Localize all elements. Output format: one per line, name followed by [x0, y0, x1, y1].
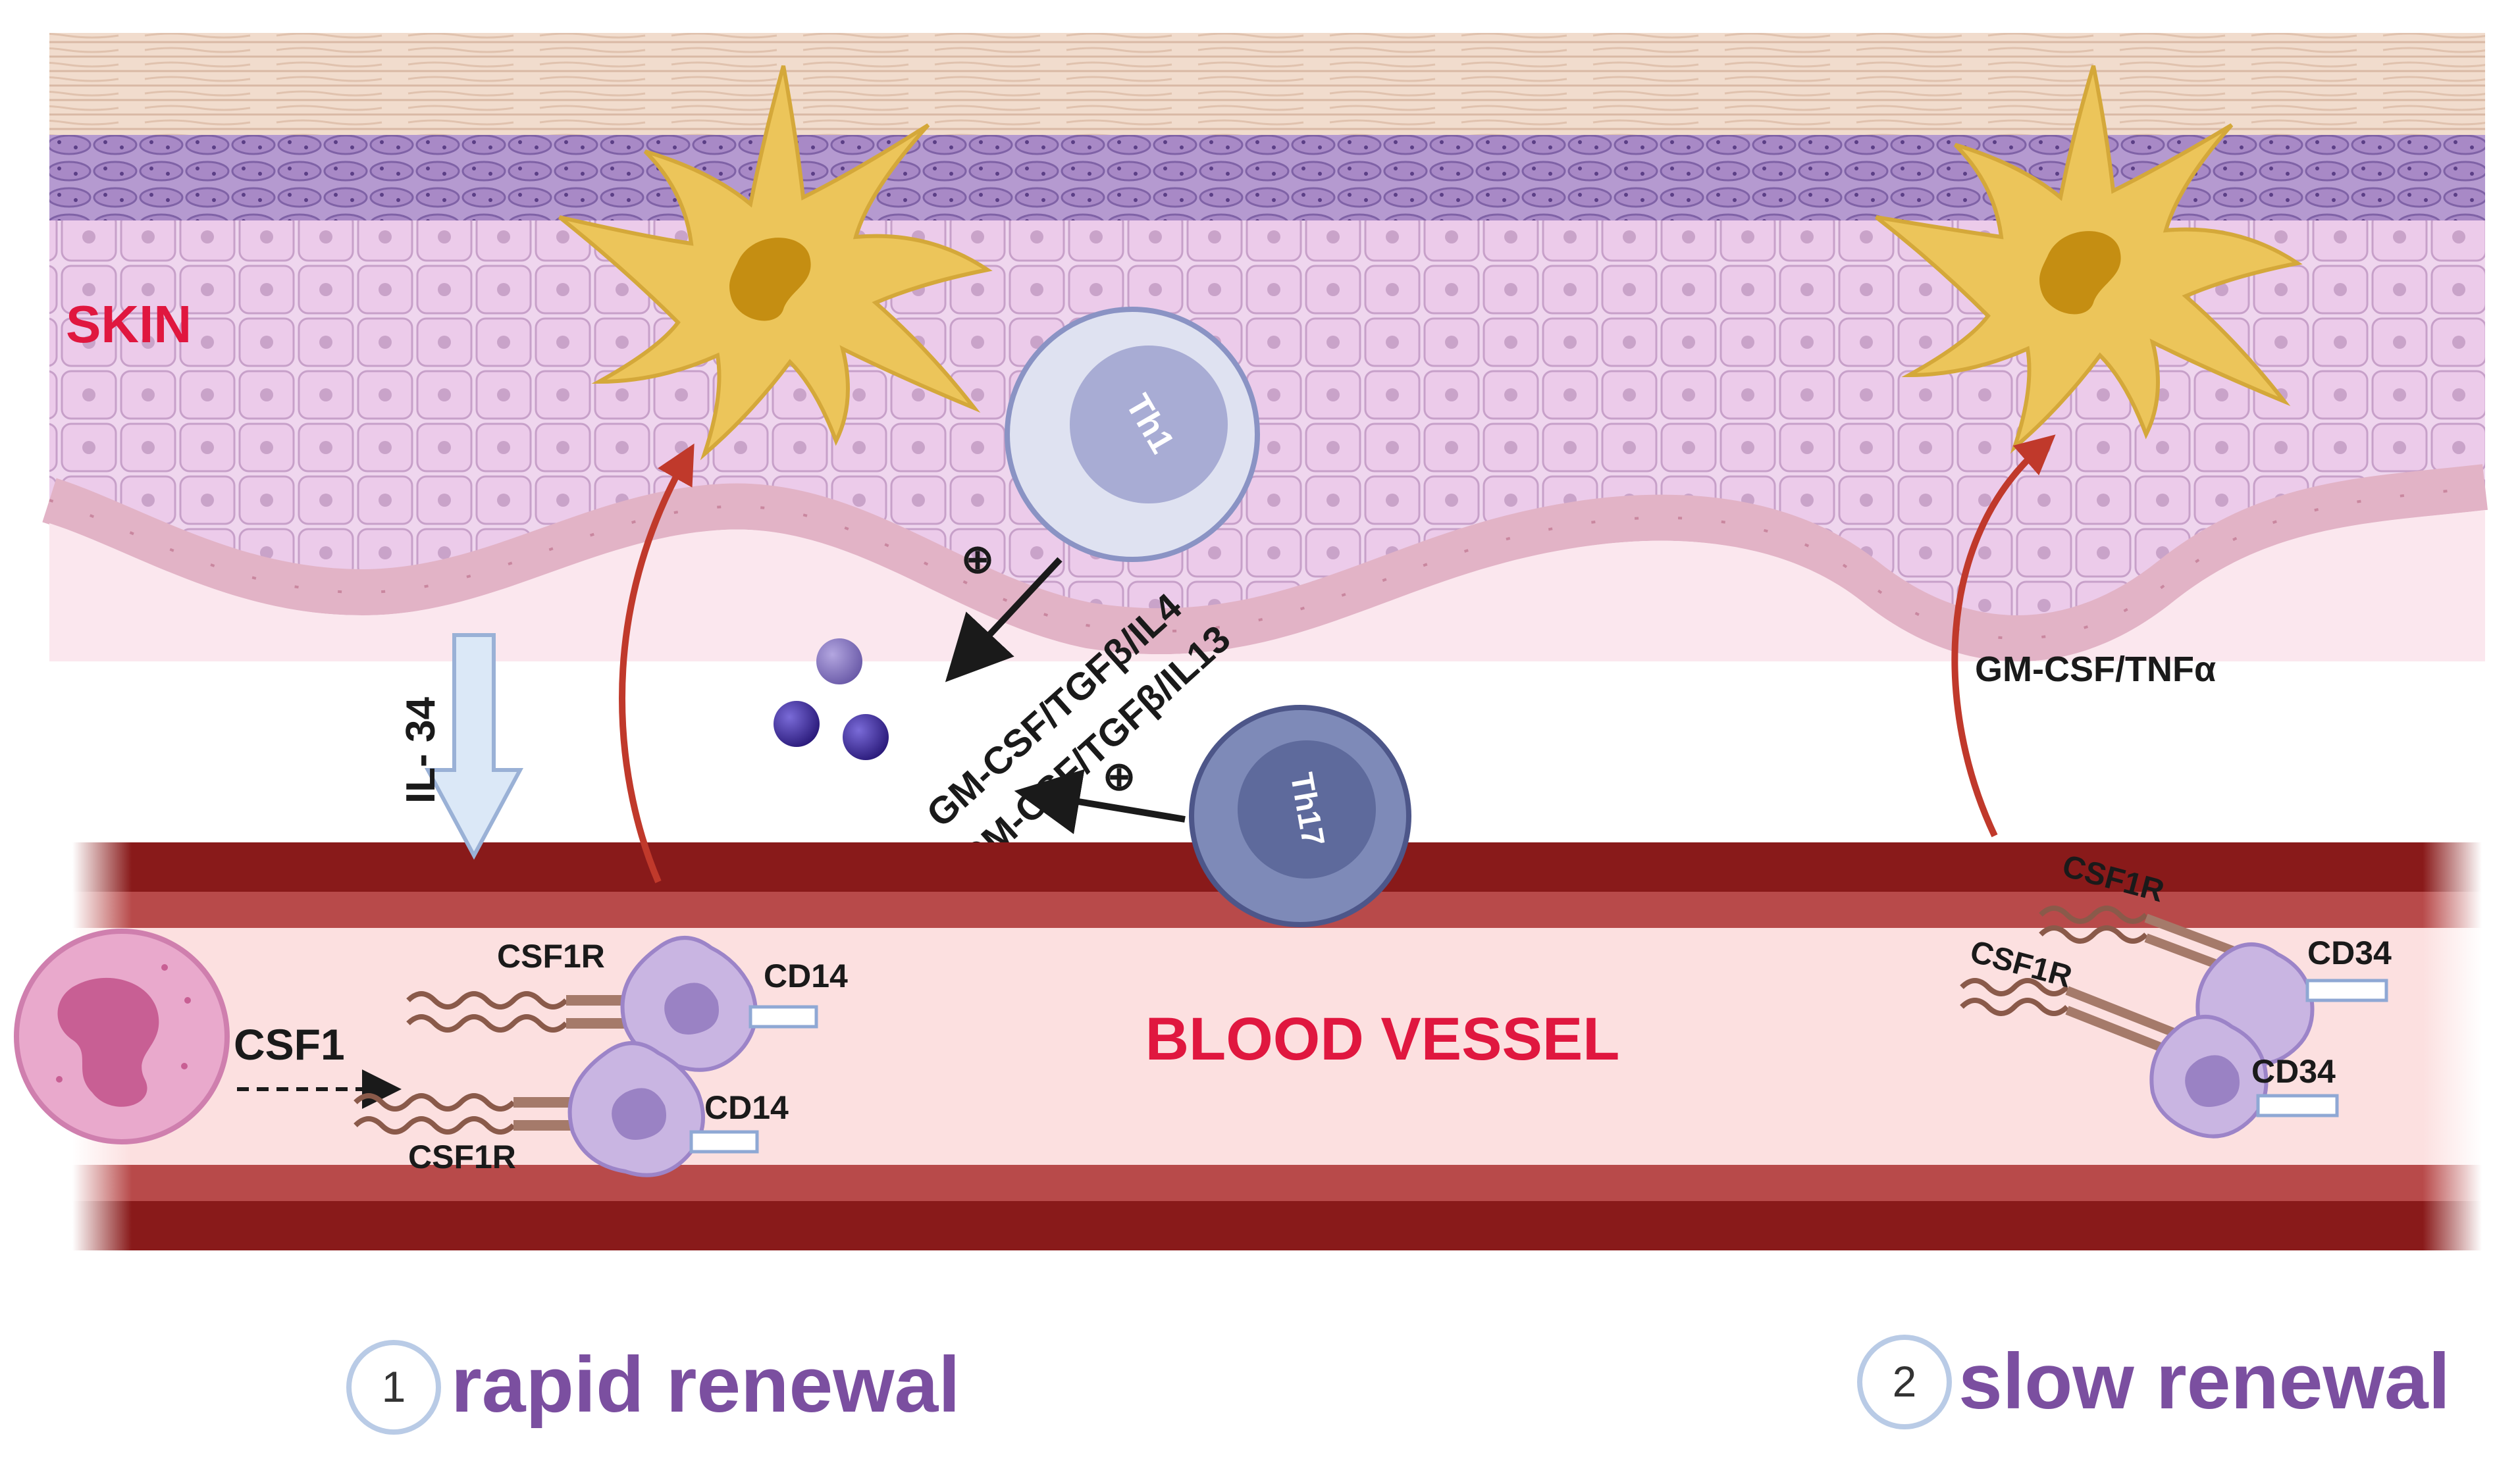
- vessel-lumen: [72, 928, 2482, 1165]
- pathway-number: 2: [1893, 1357, 1917, 1406]
- th1-plus-sign: ⊕: [961, 537, 994, 581]
- il34-label: IL- 34: [398, 697, 444, 804]
- cd14-label-lower: CD14: [704, 1089, 789, 1126]
- stratum-corneum: [49, 33, 2485, 138]
- cd34-label-upper: CD34: [2307, 935, 2392, 971]
- vessel-wall-bottom: [72, 1201, 2482, 1250]
- th1-cell: [1005, 307, 1260, 562]
- pathway-label: slow renewal: [1958, 1337, 2450, 1425]
- csf1r-label-lower: CSF1R: [408, 1139, 516, 1175]
- csf1-label: CSF1: [234, 1020, 345, 1069]
- cytokine-bead: [843, 714, 889, 760]
- slow-cytokine-label: GM-CSF/TNFα: [1975, 650, 2216, 689]
- il34-arrow: [424, 633, 524, 860]
- th17-arrow: [1014, 769, 1186, 834]
- monocyte-cd14-lower: [354, 1041, 759, 1177]
- cytokine-bead: [774, 701, 820, 747]
- keratinocyte-layer: [49, 220, 2485, 638]
- skin-label: SKIN: [66, 295, 192, 353]
- pathway-label: rapid renewal: [451, 1341, 960, 1429]
- slow-renewal-arrow: [1951, 434, 2056, 838]
- cd34-label-lower: CD34: [2251, 1053, 2336, 1090]
- pathway-number: 1: [382, 1362, 406, 1411]
- vessel-wall-bottom-inner: [72, 1165, 2482, 1204]
- dermis: [49, 510, 2485, 661]
- pathway-rapid: 1 rapid renewal: [346, 1340, 960, 1435]
- pathway-number-circle: [346, 1340, 441, 1435]
- monocyte-cd14-upper: [406, 936, 818, 1072]
- cd14-label-upper: CD14: [764, 958, 848, 994]
- blood-vessel-label: BLOOD VESSEL: [1145, 1006, 1620, 1073]
- progenitor-cd34-lower: [1960, 978, 2339, 1139]
- th1-arrow: [945, 557, 1063, 682]
- csf1-producing-cell: [14, 929, 230, 1144]
- rapid-renewal-arrow: [619, 443, 695, 883]
- pathway-number-circle: [1857, 1335, 1952, 1429]
- vessel-fade-right: [2423, 842, 2482, 1250]
- cytokine-bead-light: [816, 638, 862, 684]
- pathway-slow: 2 slow renewal: [1857, 1335, 2450, 1429]
- basal-layer: [42, 464, 2488, 661]
- langerhans-cell-left: [558, 65, 993, 461]
- langerhans-cell-right: [1875, 65, 2303, 454]
- th17-plus-sign: ⊕: [1103, 754, 1136, 798]
- th17-cell: [1189, 705, 1411, 927]
- csf1r-label-upper: CSF1R: [497, 938, 605, 975]
